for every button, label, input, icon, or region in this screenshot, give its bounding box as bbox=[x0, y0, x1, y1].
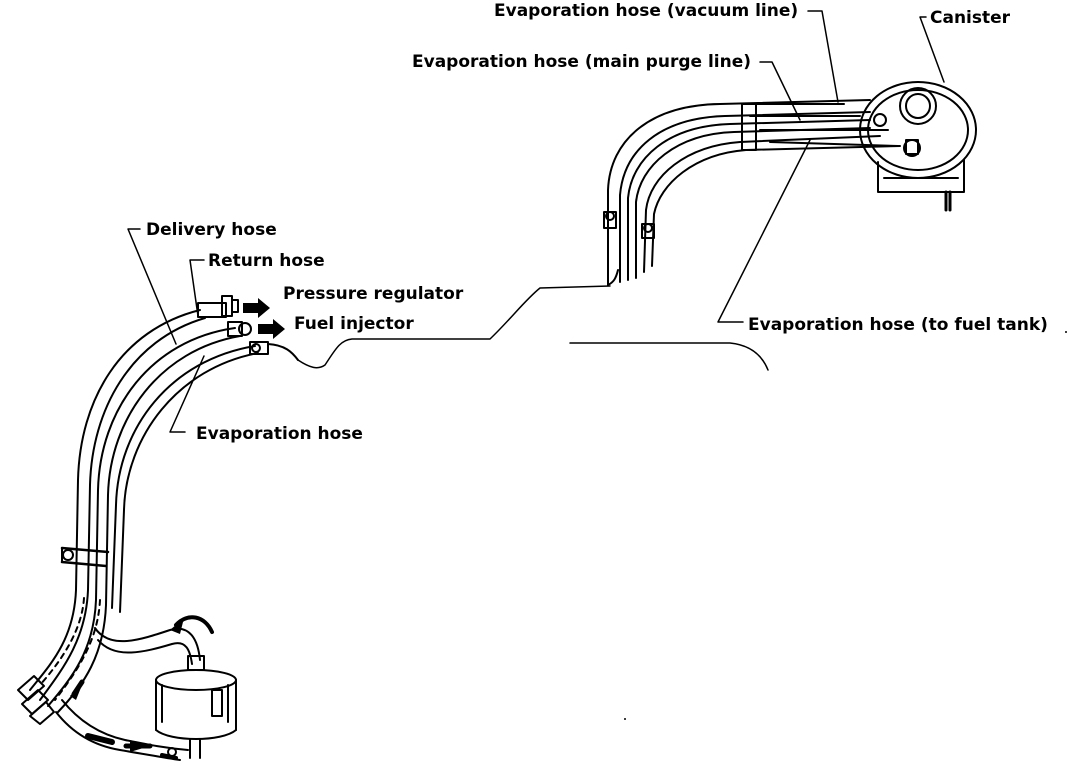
right-hose-bundle bbox=[607, 99, 901, 286]
label-fuel-injector: Fuel injector bbox=[294, 314, 414, 334]
specks bbox=[624, 331, 1067, 720]
body-outline-line bbox=[297, 285, 769, 371]
label-pressure-regulator: Pressure regulator bbox=[283, 284, 464, 304]
leader-canister bbox=[919, 16, 945, 83]
leader-main-purge-line bbox=[759, 61, 801, 121]
left-hose-bundle bbox=[29, 309, 259, 713]
bottom-hose-stubs bbox=[17, 675, 55, 725]
label-to-fuel-tank: Evaporation hose (to fuel tank) bbox=[748, 315, 1048, 335]
label-vacuum-line: Evaporation hose (vacuum line) bbox=[494, 1, 799, 21]
hose-end-fittings bbox=[197, 295, 299, 361]
label-canister: Canister bbox=[930, 8, 1011, 28]
leader-lines bbox=[127, 10, 945, 433]
right-hose-clamps bbox=[603, 103, 757, 239]
flow-arrows-filter bbox=[70, 615, 214, 752]
leader-delivery-hose bbox=[127, 228, 177, 345]
left-hose-clamp bbox=[60, 546, 110, 568]
label-main-purge-line: Evaporation hose (main purge line) bbox=[412, 52, 752, 72]
leader-evaporation-hose bbox=[169, 355, 205, 433]
leader-return-hose bbox=[189, 259, 205, 317]
label-evaporation-hose: Evaporation hose bbox=[196, 424, 363, 444]
label-return-hose: Return hose bbox=[208, 251, 325, 271]
fuel-filter-assembly bbox=[55, 627, 237, 761]
canister bbox=[859, 81, 977, 212]
label-delivery-hose: Delivery hose bbox=[146, 220, 277, 240]
flow-arrows-top bbox=[243, 298, 285, 339]
leader-vacuum-line bbox=[807, 10, 839, 103]
leader-to-fuel-tank bbox=[717, 139, 811, 323]
